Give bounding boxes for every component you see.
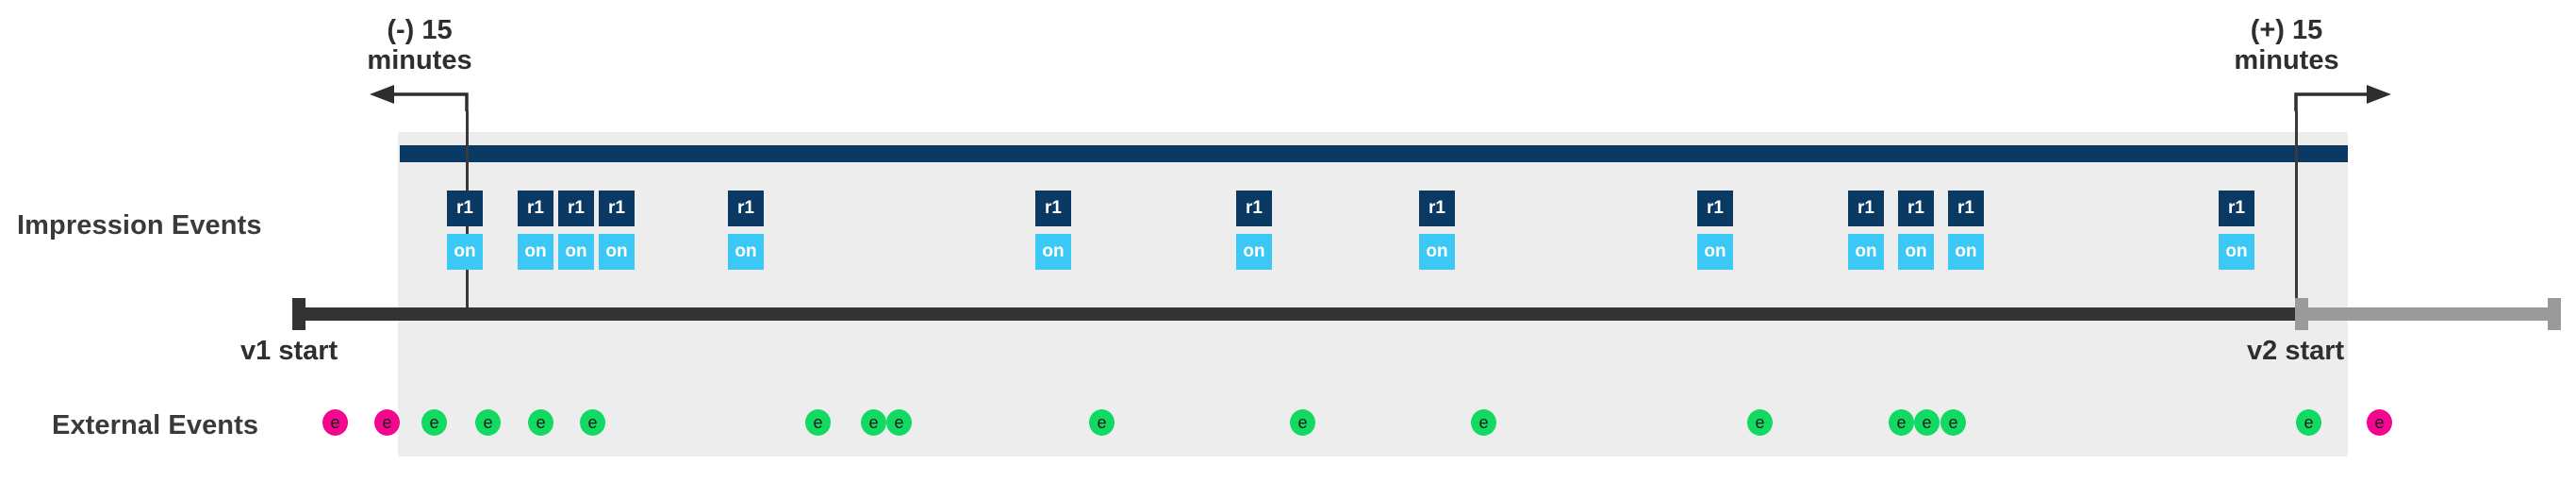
- impression-chip[interactable]: r1: [1035, 191, 1071, 226]
- annotation-right-line1: (+) 15: [2250, 15, 2323, 45]
- impression-badge-group[interactable]: r1 on: [1035, 191, 1071, 270]
- external-event-dot-out-window[interactable]: e: [2367, 409, 2392, 436]
- impression-chip[interactable]: r1: [1898, 191, 1934, 226]
- impression-badge-group[interactable]: r1 on: [447, 191, 483, 270]
- state-chip[interactable]: on: [1898, 234, 1934, 270]
- external-event-dot-in-window[interactable]: e: [580, 409, 605, 436]
- impression-chip-row: r1: [1697, 191, 1733, 226]
- v2-end-cap: [2548, 298, 2561, 330]
- attribution-window-band: [398, 132, 2348, 456]
- state-chip[interactable]: on: [518, 234, 553, 270]
- impression-events-row-label: Impression Events: [17, 210, 262, 240]
- impression-chip-row: r1: [1419, 191, 1455, 226]
- arrow-left-head-icon: [370, 85, 394, 104]
- state-chip-row: on: [1236, 234, 1272, 270]
- state-chip[interactable]: on: [599, 234, 635, 270]
- impression-chip-row: r1: [1035, 191, 1071, 226]
- state-chip[interactable]: on: [1419, 234, 1455, 270]
- external-event-dot-in-window[interactable]: e: [805, 409, 831, 436]
- annotation-minus-15-minutes: (-) 15 minutes: [325, 15, 514, 76]
- state-chip[interactable]: on: [1236, 234, 1272, 270]
- state-chip-row: on: [1035, 234, 1071, 270]
- v1-timeline-axis: [292, 307, 2301, 321]
- state-chip[interactable]: on: [728, 234, 764, 270]
- state-chip[interactable]: on: [558, 234, 594, 270]
- impression-badge-group[interactable]: r1 on: [728, 191, 764, 270]
- v1-serving-bar: [400, 145, 2348, 162]
- state-chip[interactable]: on: [1697, 234, 1733, 270]
- impression-chip[interactable]: r1: [1419, 191, 1455, 226]
- state-chip-row: on: [447, 234, 483, 270]
- impression-chip[interactable]: r1: [1236, 191, 1272, 226]
- external-event-dot-in-window[interactable]: e: [475, 409, 501, 436]
- state-chip-row: on: [2219, 234, 2254, 270]
- external-event-dot-in-window[interactable]: e: [421, 409, 447, 436]
- impression-badge-group[interactable]: r1 on: [2219, 191, 2254, 270]
- external-events-row-label: External Events: [52, 410, 259, 440]
- state-chip[interactable]: on: [1035, 234, 1071, 270]
- impression-badge-group[interactable]: r1 on: [1236, 191, 1272, 270]
- impression-chip[interactable]: r1: [518, 191, 553, 226]
- impression-chip[interactable]: r1: [1848, 191, 1884, 226]
- state-chip[interactable]: on: [1948, 234, 1984, 270]
- external-event-dot-in-window[interactable]: e: [1290, 409, 1315, 436]
- v1-start-label: v1 start: [240, 336, 339, 366]
- state-chip[interactable]: on: [2219, 234, 2254, 270]
- external-event-dot-in-window[interactable]: e: [1914, 409, 1940, 436]
- window-right-boundary-tick: [2295, 111, 2298, 321]
- impression-chip[interactable]: r1: [2219, 191, 2254, 226]
- annotation-left-line1: (-) 15: [387, 15, 453, 45]
- external-event-dot-in-window[interactable]: e: [861, 409, 886, 436]
- arrow-right-elbow-path: [2294, 92, 2372, 111]
- external-event-dot-out-window[interactable]: e: [374, 409, 400, 436]
- v2-start-label: v2 start: [2247, 336, 2345, 366]
- impression-chip[interactable]: r1: [728, 191, 764, 226]
- arrow-right-head-icon: [2367, 85, 2391, 104]
- impression-chip[interactable]: r1: [447, 191, 483, 226]
- external-event-dot-in-window[interactable]: e: [1089, 409, 1115, 436]
- external-event-dot-in-window[interactable]: e: [1471, 409, 1496, 436]
- impression-badge-group[interactable]: r1 on: [1697, 191, 1733, 270]
- external-event-dot-in-window[interactable]: e: [1940, 409, 1966, 436]
- impression-badge-group[interactable]: r1 on: [1419, 191, 1455, 270]
- external-event-dot-in-window[interactable]: e: [886, 409, 912, 436]
- impression-chip-row: r1: [2219, 191, 2254, 226]
- impression-chip-row: r1 r1 r1: [1848, 191, 1984, 226]
- state-chip-row: on: [1697, 234, 1733, 270]
- impression-chip[interactable]: r1: [1948, 191, 1984, 226]
- impression-chip[interactable]: r1: [599, 191, 635, 226]
- state-chip[interactable]: on: [447, 234, 483, 270]
- external-event-dot-in-window[interactable]: e: [1747, 409, 1773, 436]
- impression-chip[interactable]: r1: [558, 191, 594, 226]
- arrow-left-elbow-path: [388, 92, 469, 111]
- annotation-right-line2: minutes: [2234, 45, 2339, 76]
- impression-chip-row: r1: [447, 191, 483, 226]
- external-event-dot-in-window[interactable]: e: [1889, 409, 1914, 436]
- v2-timeline-axis: [2295, 307, 2561, 321]
- external-event-dot-out-window[interactable]: e: [322, 409, 348, 436]
- state-chip-row: on: [1419, 234, 1455, 270]
- external-event-dot-in-window[interactable]: e: [2296, 409, 2321, 436]
- impression-chip-row: r1: [1236, 191, 1272, 226]
- annotation-plus-15-minutes: (+) 15 minutes: [2192, 15, 2381, 76]
- external-event-dot-in-window[interactable]: e: [528, 409, 553, 436]
- state-chip[interactable]: on: [1848, 234, 1884, 270]
- impression-chip-row: r1: [728, 191, 764, 226]
- annotation-left-line2: minutes: [367, 45, 472, 76]
- impression-chip[interactable]: r1: [1697, 191, 1733, 226]
- state-chip-row: on: [728, 234, 764, 270]
